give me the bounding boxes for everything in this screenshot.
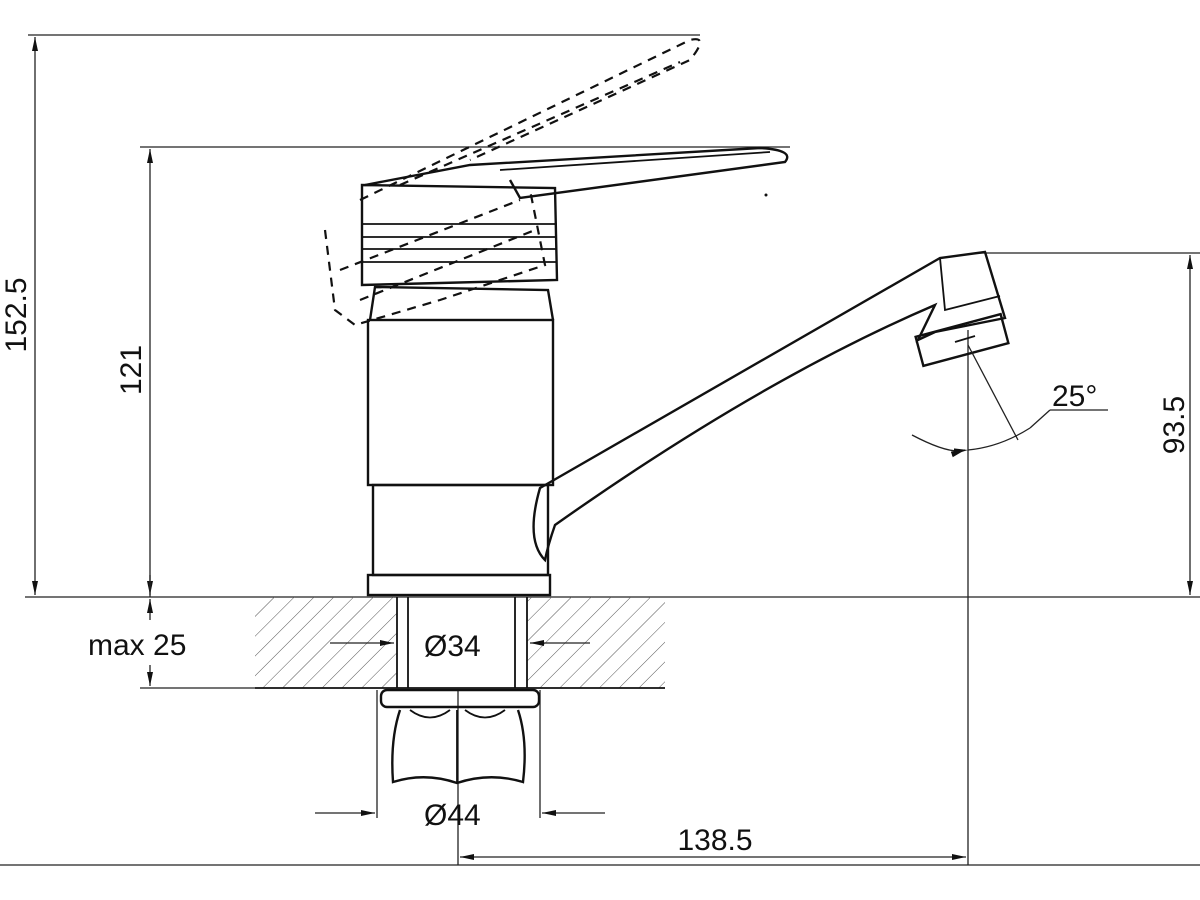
faucet-body: [360, 183, 559, 597]
lever-raised-position: [323, 38, 702, 327]
total-height-label: 152.5: [0, 277, 33, 352]
mounting-nut: [379, 688, 541, 785]
lever-handle: [364, 146, 789, 200]
dimension-lines: [32, 37, 1193, 860]
spout-reach-label: 138.5: [677, 824, 752, 857]
spout-height-label: 93.5: [1158, 396, 1191, 454]
reference-lines: [0, 34, 1200, 866]
hole-diameter-label: Ø34: [424, 630, 481, 663]
spout: [532, 250, 1010, 563]
nut-diameter-label: Ø44: [424, 799, 481, 832]
body-height-label: 121: [115, 345, 148, 395]
max-thickness-label: max 25: [88, 629, 186, 662]
spout-angle-label: 25°: [1052, 380, 1097, 413]
